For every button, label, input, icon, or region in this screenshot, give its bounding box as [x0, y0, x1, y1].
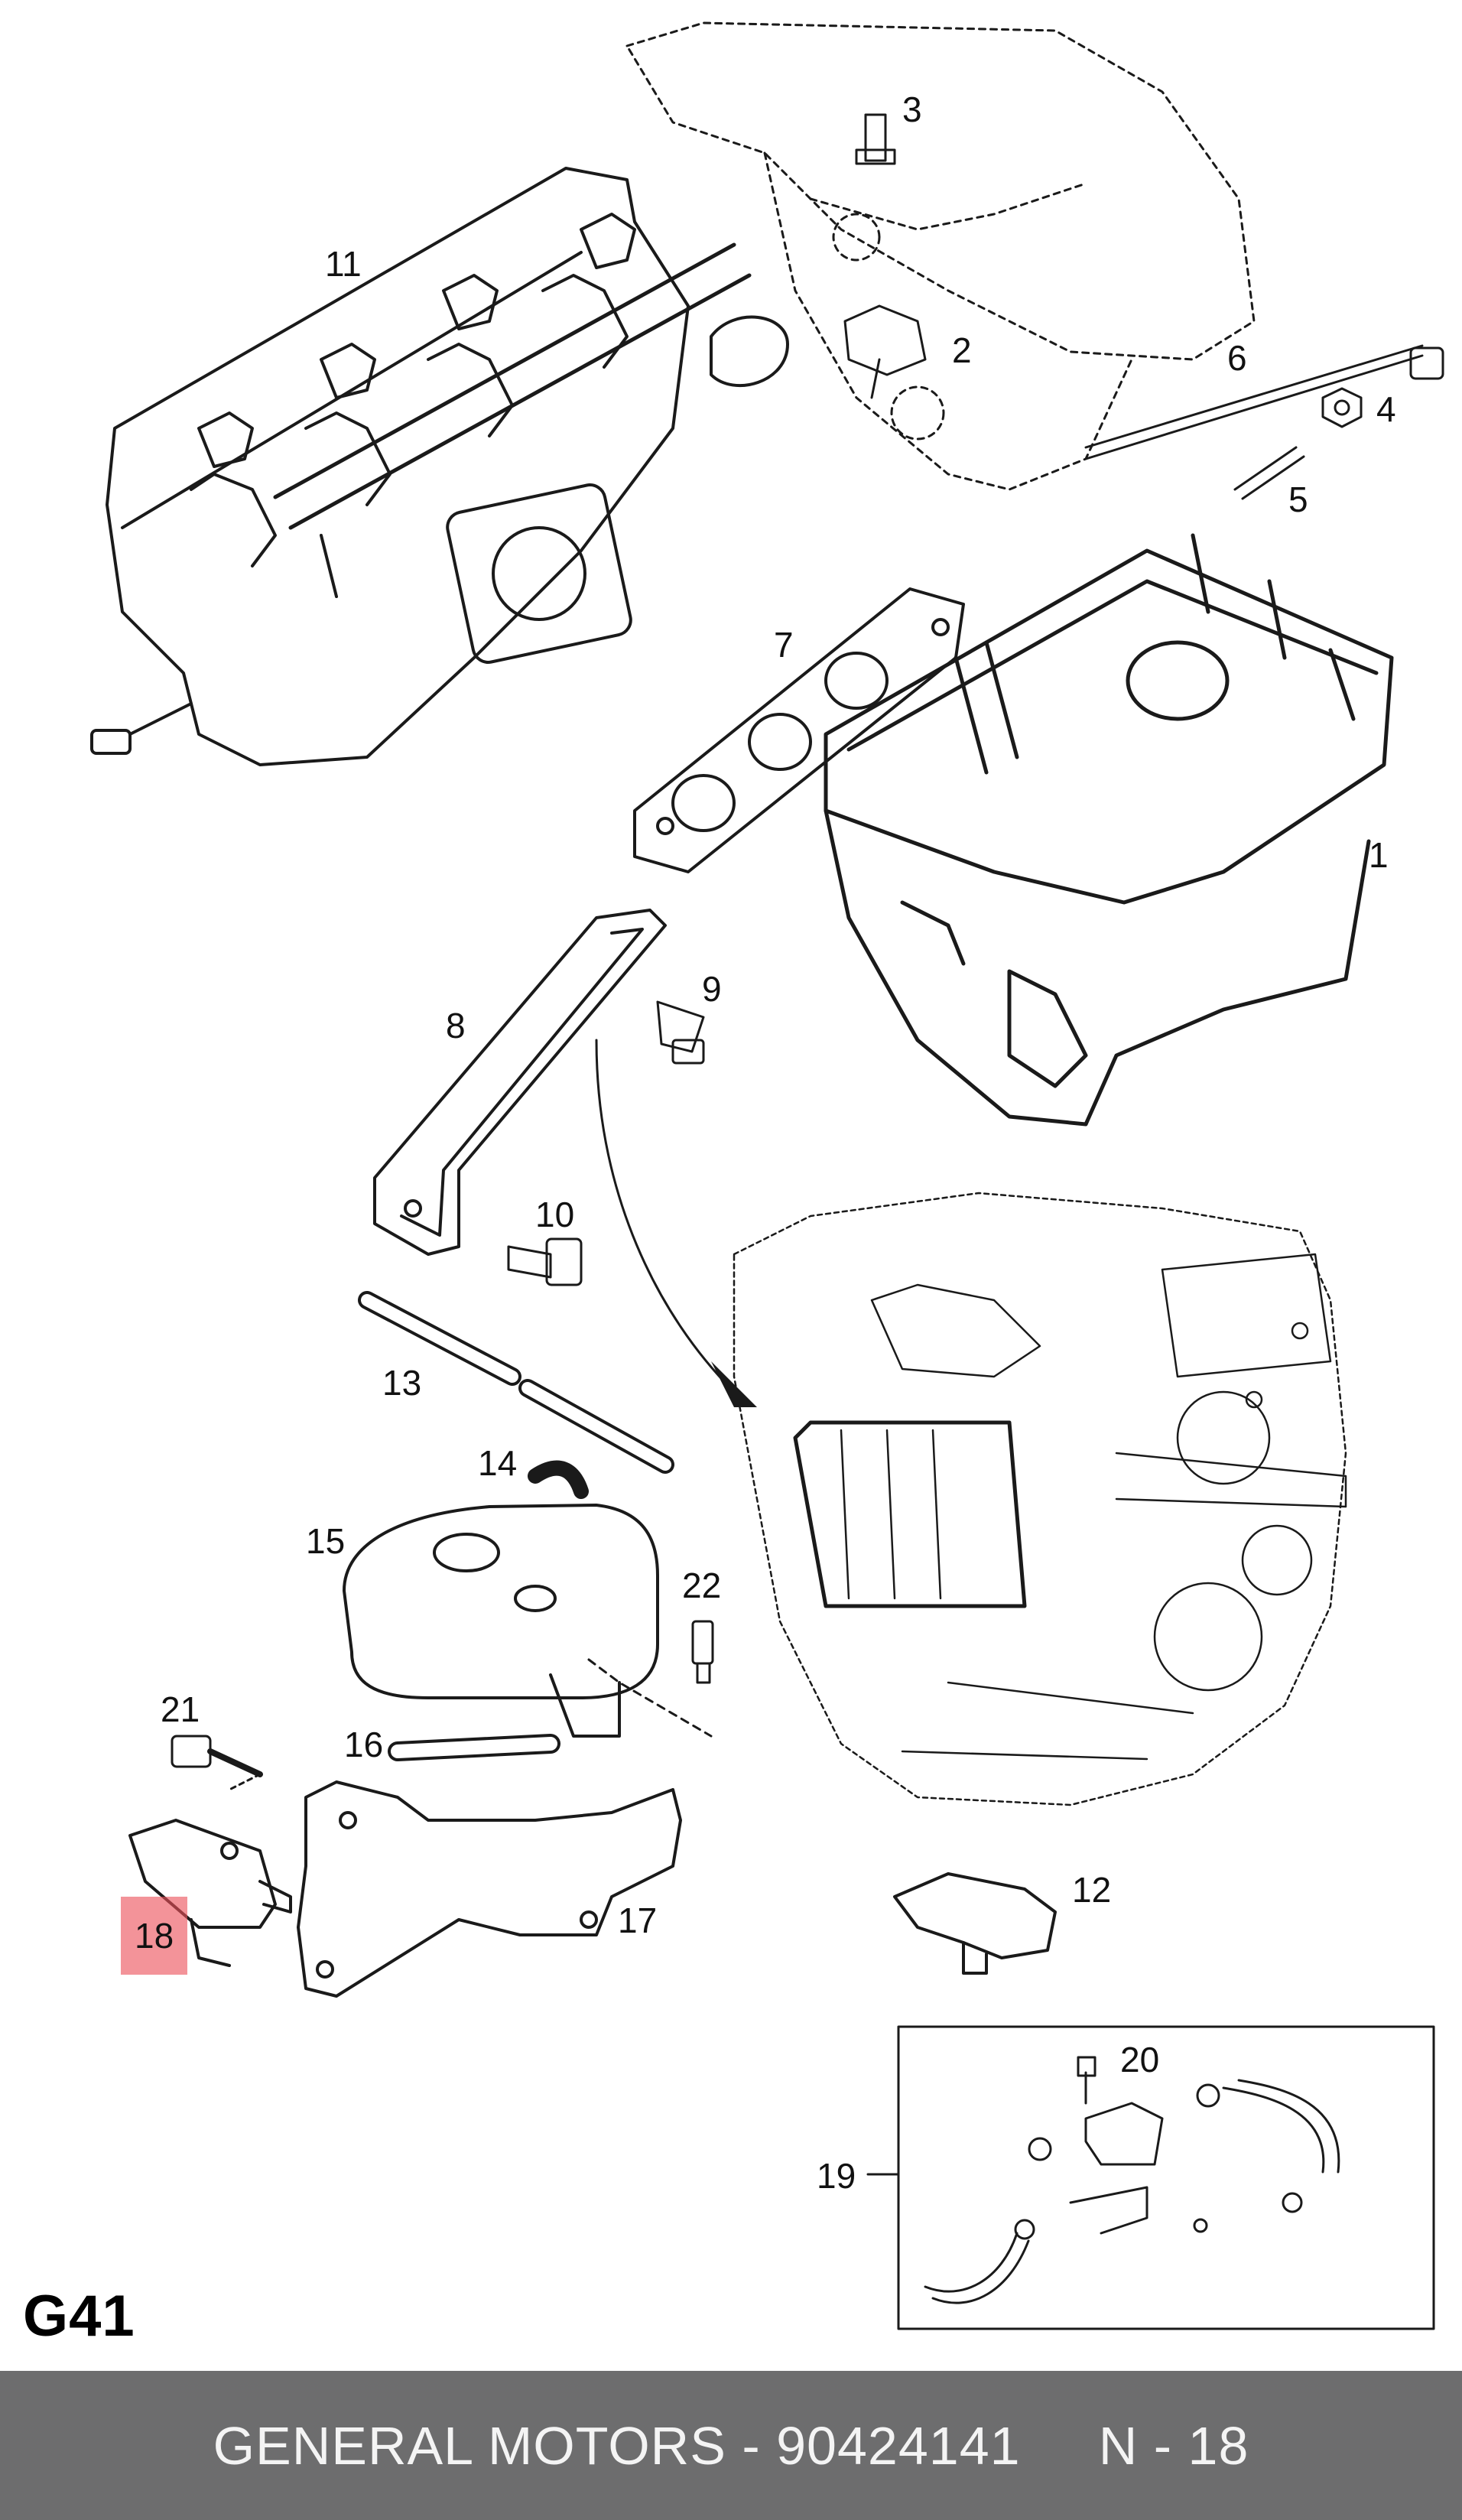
sensor-2 — [843, 304, 927, 399]
callout-13[interactable]: 13 — [382, 1363, 422, 1403]
callout-10[interactable]: 10 — [535, 1195, 575, 1234]
callout-11[interactable]: 11 — [325, 244, 362, 284]
diagram-code: G41 — [23, 2284, 135, 2349]
bolt-9 — [656, 1000, 705, 1065]
part-number-caption: GENERAL MOTORS - 90424141 N - 18 — [213, 2415, 1249, 2476]
callout-7[interactable]: 7 — [774, 625, 794, 665]
parts-diagram: 3 2 6 4 5 11 7 1 9 8 10 13 14 15 22 21 1… — [23, 21, 1444, 2349]
diagram-drawing — [90, 21, 1444, 2330]
gasket-7 — [633, 587, 965, 873]
hose-13 — [358, 1291, 674, 1474]
resonator-15 — [343, 1504, 713, 1738]
callout-9[interactable]: 9 — [702, 969, 722, 1009]
callout-3[interactable]: 3 — [902, 89, 922, 129]
callout-20[interactable]: 20 — [1120, 2040, 1160, 2079]
callout-4[interactable]: 4 — [1376, 389, 1396, 429]
mounting-bracket-17 — [297, 1780, 682, 1998]
bolt-22 — [691, 1620, 714, 1684]
footer-bar: GENERAL MOTORS - 90424141 N - 18 — [0, 2371, 1462, 2520]
fuel-rail-manifold-11 — [90, 167, 789, 766]
callout-16[interactable]: 16 — [344, 1725, 384, 1764]
sensor-12 — [893, 1872, 1057, 1975]
callout-2[interactable]: 2 — [952, 330, 972, 370]
callout-8[interactable]: 8 — [446, 1006, 466, 1045]
arrow-head — [711, 1361, 757, 1407]
callout-22[interactable]: 22 — [682, 1566, 722, 1605]
bolt-3 — [855, 113, 896, 165]
callout-6[interactable]: 6 — [1227, 338, 1247, 378]
bracket-8 — [373, 909, 667, 1256]
engine-assembly — [733, 1192, 1347, 1806]
callout-18[interactable]: 18 — [121, 1897, 188, 1975]
callout-15[interactable]: 15 — [306, 1521, 346, 1561]
callout-17[interactable]: 17 — [618, 1901, 658, 1940]
callout-19[interactable]: 19 — [817, 2156, 856, 2196]
callout-1[interactable]: 1 — [1369, 835, 1389, 875]
cylinder-head-ghost — [625, 21, 1256, 491]
intake-plenum-1 — [824, 533, 1394, 1127]
callout-12[interactable]: 12 — [1072, 1870, 1112, 1910]
inset-assembly — [924, 2056, 1340, 2304]
assembly-arrow — [595, 1039, 736, 1393]
inset-box — [897, 2025, 1435, 2330]
bolt-21 — [171, 1735, 263, 1791]
callout-14[interactable]: 14 — [478, 1443, 518, 1483]
bolt-6 — [1084, 344, 1444, 460]
stud-5 — [1233, 446, 1305, 500]
callout-5[interactable]: 5 — [1288, 480, 1308, 519]
callout-21[interactable]: 21 — [161, 1689, 200, 1729]
nut-4 — [1321, 387, 1363, 428]
elbow-hose-14 — [528, 1460, 589, 1499]
bolt-10 — [507, 1237, 583, 1286]
purge-valve-18 — [128, 1819, 292, 1967]
